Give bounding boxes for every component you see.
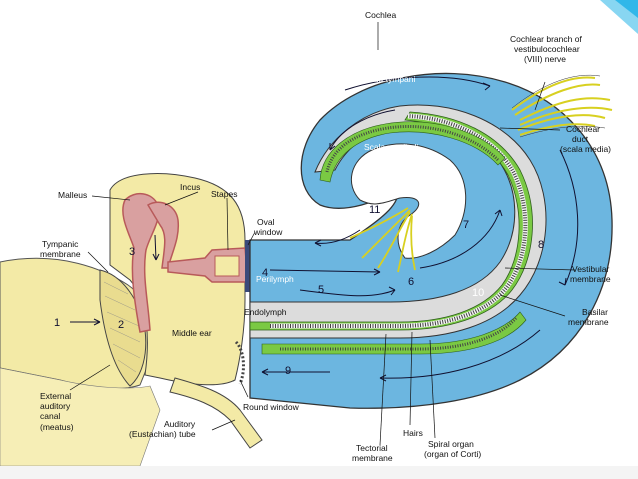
label-scala-vestibuli: Scala vestibuli: [364, 142, 418, 152]
label-basilar-1: Basilar: [582, 307, 608, 317]
label-malleus: Malleus: [58, 190, 87, 200]
step-number: 5: [318, 284, 324, 296]
basilar-band: [249, 111, 533, 331]
label-cochlea: Cochlea: [365, 10, 396, 20]
inner-nerve-fibers: [349, 207, 416, 273]
label-oval-window-2: window: [253, 227, 283, 237]
step-number: 3: [129, 246, 135, 258]
label-incus: Incus: [180, 182, 200, 192]
label-spiral-2: (organ of Corti): [424, 449, 481, 459]
label-cochlear-duct-1: Cochlear: [566, 124, 600, 134]
basilar-band-lower: [261, 311, 527, 355]
label-tectorial-2: membrane: [352, 453, 393, 463]
step-number: 11: [369, 204, 380, 216]
label-stapes: Stapes: [211, 189, 237, 199]
label-round-window: Round window: [243, 402, 300, 412]
label-cochlear-branch-1: Cochlear branch of: [510, 34, 582, 44]
oval-window: [245, 240, 253, 292]
stapes-footplate-gap: [214, 255, 240, 277]
label-external-3: canal: [40, 411, 60, 421]
label-auditory-tube-1: Auditory: [164, 419, 196, 429]
label-auditory-tube-2: (Eustachian) tube: [129, 429, 196, 439]
label-oval-window-1: Oval: [257, 217, 275, 227]
cochlear-nerve-outline: [511, 74, 606, 138]
label-vestibular-1: Vestibular: [572, 264, 609, 274]
label-basilar-2: membrane: [568, 317, 609, 327]
label-tympanic-1: Tympanic: [42, 239, 79, 249]
label-external-2: auditory: [40, 401, 71, 411]
leader-lines: [69, 22, 576, 446]
external-ear-lower: [0, 367, 161, 467]
round-window: [234, 340, 245, 385]
label-external-1: External: [40, 391, 71, 401]
label-spiral-1: Spiral organ: [428, 439, 474, 449]
step-number: 8: [538, 239, 544, 251]
label-perilymph: Perilymph: [256, 274, 294, 284]
step-number: 9: [285, 365, 291, 377]
bottom-strip: [0, 466, 638, 479]
step-number: 2: [118, 319, 124, 331]
label-hairs: Hairs: [403, 428, 423, 438]
incus: [146, 201, 180, 269]
auditory-tube: [169, 377, 263, 449]
basilar-band-upper: [319, 121, 506, 183]
label-cochlear-branch-2: vestibulocochlear: [514, 44, 580, 54]
step-number: 4: [262, 267, 268, 279]
label-middle-ear: Middle ear: [172, 328, 212, 338]
label-tympanic-2: membrane: [40, 249, 81, 259]
organ-of-corti-hatch-upper: [325, 124, 500, 173]
label-cochlear-duct-2: duct: [572, 134, 589, 144]
step-number: 1: [54, 317, 60, 329]
label-cochlear-branch-3: (VIII) nerve: [524, 54, 566, 64]
label-cochlear-duct-3: (scala media): [560, 144, 611, 154]
flow-arrows: [70, 76, 579, 382]
organ-of-corti-hatch: [270, 114, 528, 328]
label-tectorial-1: Tectorial: [356, 443, 388, 453]
label-vestibular-2: membrane: [570, 274, 611, 284]
label-endolymph: Endolymph: [244, 307, 287, 317]
step-number: 7: [463, 219, 469, 231]
corner-decoration: [600, 0, 638, 34]
cochlea-inner-hole: [351, 143, 467, 259]
tympanic-hatching: [103, 281, 141, 373]
cochlear-nerve: [511, 76, 613, 136]
label-scala-tympani: Scala tympani: [362, 74, 415, 84]
label-external-4: (meatus): [40, 422, 74, 432]
step-number: 10: [472, 287, 484, 299]
step-number: 6: [408, 276, 414, 288]
